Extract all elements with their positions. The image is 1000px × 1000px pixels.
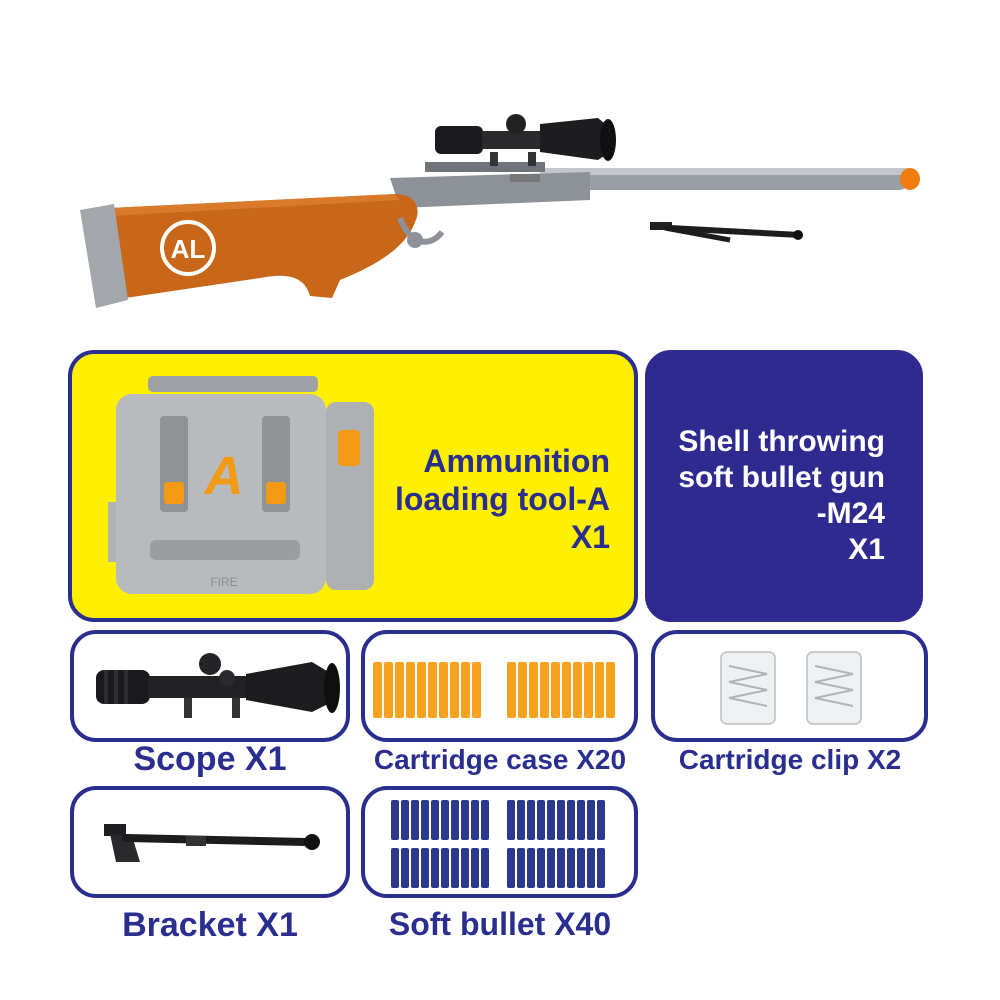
scope-icon bbox=[96, 653, 340, 718]
ammo-tool-line2: loading tool-A bbox=[394, 481, 610, 517]
rifle-scope bbox=[435, 114, 616, 166]
soft-bullet-caption: Soft bullet X40 bbox=[388, 906, 612, 942]
cartridge-case-icon bbox=[373, 662, 615, 718]
gun-qty: X1 bbox=[848, 533, 885, 566]
cartridge-clip-caption: Cartridge clip X2 bbox=[678, 744, 902, 775]
bipod-icon bbox=[104, 824, 320, 862]
soft-bullet-card bbox=[361, 786, 638, 898]
ammo-tool-label: Ammunition loading tool-A X1 bbox=[370, 442, 610, 556]
scope-card bbox=[70, 630, 350, 742]
ammo-tool-card: A FIRE Ammunition loading tool-A X1 bbox=[68, 350, 638, 622]
ammo-tool-line1: Ammunition bbox=[423, 443, 610, 479]
rifle-buttpad bbox=[80, 204, 128, 308]
gun-line3: -M24 bbox=[816, 497, 885, 530]
rifle-logo-text: AL bbox=[171, 234, 206, 264]
cartridge-case-card bbox=[361, 630, 638, 742]
cartridge-clip-card bbox=[651, 630, 928, 742]
gun-line2: soft bullet gun bbox=[678, 461, 885, 494]
cartridge-clip-icon bbox=[720, 651, 862, 725]
ammo-tool-qty: X1 bbox=[570, 519, 610, 555]
loading-tool-brand: FIRE bbox=[210, 575, 237, 589]
gun-label: Shell throwing soft bullet gun -M24 X1 bbox=[655, 424, 885, 568]
rifle-muzzle-tip bbox=[900, 168, 920, 190]
rifle-logo-circle bbox=[160, 220, 216, 276]
scope-caption: Scope X1 bbox=[133, 740, 287, 778]
bracket-card bbox=[70, 786, 350, 898]
bracket-caption: Bracket X1 bbox=[122, 906, 298, 944]
rifle-bipod bbox=[650, 222, 803, 243]
loading-tool-icon: A FIRE bbox=[108, 376, 374, 594]
soft-bullet-icon bbox=[391, 800, 605, 888]
gun-card: Shell throwing soft bullet gun -M24 X1 bbox=[645, 350, 923, 622]
rifle-receiver bbox=[390, 172, 590, 208]
loading-tool-letter: A bbox=[203, 446, 244, 506]
rifle-icon: AL bbox=[80, 114, 920, 308]
rifle-image: AL bbox=[70, 100, 930, 330]
cartridge-case-caption: Cartridge case X20 bbox=[373, 744, 627, 775]
gun-line1: Shell throwing bbox=[678, 425, 885, 458]
